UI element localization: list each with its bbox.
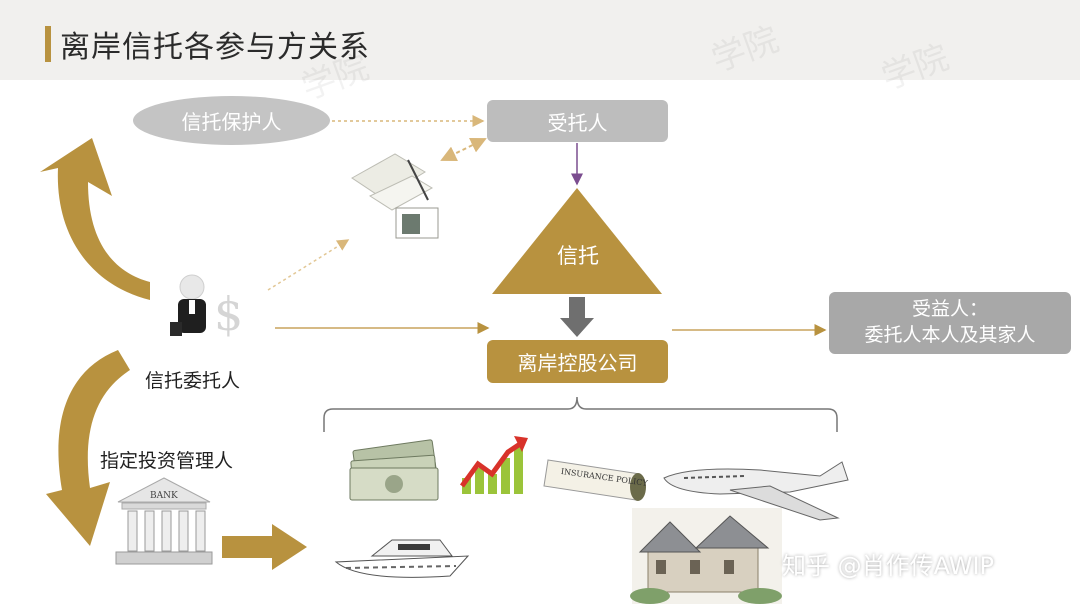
trustee-documents-arrow <box>440 137 487 162</box>
growth-chart-icon <box>459 436 528 494</box>
offshore-company-node: 离岸控股公司 <box>487 340 668 383</box>
trust-to-company-arrow <box>560 297 594 337</box>
private-jet-icon <box>663 461 849 521</box>
settlor-label: 信托委托人 <box>145 370 241 392</box>
settlor-to-documents-arrow <box>267 239 350 291</box>
svg-text:$: $ <box>214 287 243 341</box>
beneficiary-node: 受益人： 委托人本人及其家人 <box>829 292 1071 354</box>
curved-arrow-down <box>46 350 130 546</box>
beneficiary-title: 受益人： <box>911 298 988 321</box>
investment-manager-label: 指定投资管理人 <box>100 450 234 472</box>
curved-arrow-up <box>40 138 150 300</box>
bank-icon: BANK <box>115 477 213 565</box>
protector-node: 信托保护人 <box>133 96 330 145</box>
trustee-node: 受托人 <box>487 100 668 142</box>
yacht-icon <box>334 539 470 578</box>
cash-stack-icon <box>349 439 439 501</box>
zhihu-watermark: 知乎 @肖作传AWIP <box>782 552 995 580</box>
settlor-figure-icon: $ <box>170 274 243 341</box>
mansion-icon <box>630 508 782 604</box>
page-title: 离岸信托各参与方关系 <box>60 30 370 65</box>
insurance-policy-icon: INSURANCE POLICY <box>543 459 649 501</box>
bank-sign: BANK <box>150 491 178 501</box>
beneficiary-detail: 委托人本人及其家人 <box>864 324 1036 346</box>
header-band <box>0 0 1080 80</box>
assets-bracket <box>323 396 838 432</box>
trust-triangle <box>492 188 662 294</box>
title-accent-bar <box>45 26 51 62</box>
trust-documents-icon <box>351 153 439 239</box>
bank-to-assets-arrow <box>222 524 307 570</box>
trust-node-label: 信托 <box>557 244 599 268</box>
